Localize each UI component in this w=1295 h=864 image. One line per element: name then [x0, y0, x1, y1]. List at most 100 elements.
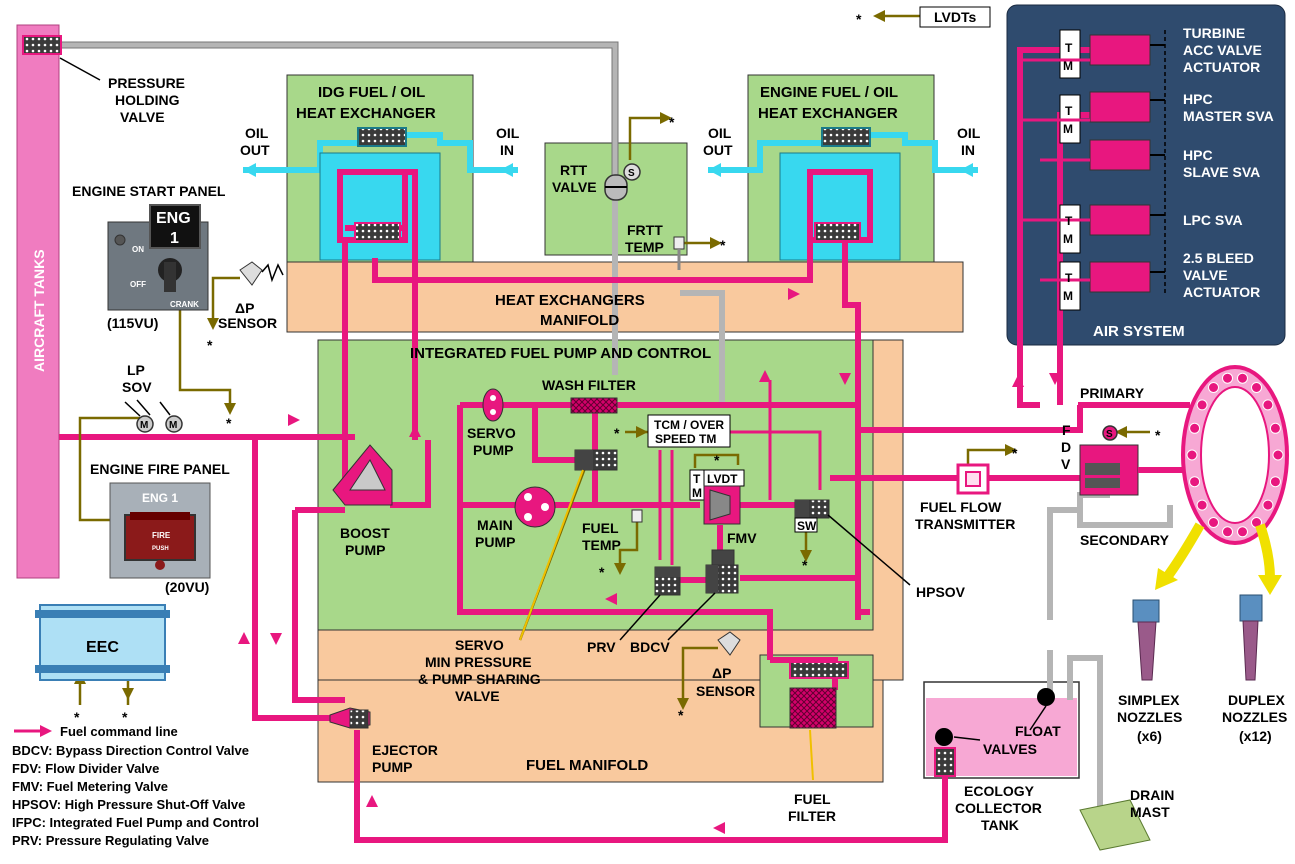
fuel-manifold-label: FUEL MANIFOLD: [526, 757, 648, 774]
hpc-slave-label-1: HPC: [1183, 147, 1213, 163]
supply-asterisk: *: [226, 415, 232, 431]
ejector-pump-label-2: PUMP: [372, 759, 412, 775]
panel-screw: [114, 234, 126, 246]
sig-fft: [966, 448, 1005, 465]
air-tm-2b: M: [1063, 122, 1073, 136]
simplex-nozzle-head: [1132, 599, 1160, 623]
servo-pump-dot-a: [490, 395, 496, 401]
air-tm-1a: T: [1065, 41, 1073, 55]
ifpc-to-air: [858, 405, 1083, 433]
arrow-duplex: [1255, 523, 1275, 579]
air-tm-4b: M: [1063, 289, 1073, 303]
actuator-lpc-sva: [1089, 204, 1151, 236]
dp-bottom-asterisk: *: [678, 707, 684, 723]
fdv-spool-b: [1085, 478, 1120, 488]
actuator-hpc-slave: [1089, 139, 1151, 171]
sig-lvdt-fmv: [693, 453, 740, 468]
arrow-down-left: [270, 633, 282, 645]
arrow-simplex-head: [1155, 568, 1178, 590]
fuel-flow-transmitter-core: [965, 471, 981, 487]
tm-box-1: [1059, 29, 1081, 79]
sig-arrow-13: [800, 550, 812, 562]
fdv-label-2: D: [1061, 439, 1071, 455]
engine-hx-title-1: ENGINE FUEL / OIL: [760, 84, 898, 101]
combustor-nozzle-dot: [1237, 372, 1248, 384]
ejector-pump-body: [349, 709, 369, 729]
fuel-filter-cap: [789, 661, 849, 679]
fire-panel-eng-label: ENG 1: [142, 491, 178, 505]
arrow-right-hx: [788, 288, 800, 300]
drain-mast-label-2: MAST: [1130, 804, 1170, 820]
turbine-acc-label-2: ACC VALVE: [1183, 42, 1262, 58]
duplex-label-3: (x12): [1239, 728, 1272, 744]
fire-push-label: PUSH: [152, 546, 169, 552]
frtt-temp-probe: [673, 236, 685, 250]
arrow-supply: [288, 414, 300, 426]
phv-label-2: HOLDING: [115, 92, 180, 108]
engine-oil-out-2: OUT: [703, 142, 733, 158]
fuel-temp-probe: [631, 509, 643, 523]
idg-hx-title-1: IDG FUEL / OIL: [318, 84, 425, 101]
servo-min-pressure-valve-end: [575, 450, 593, 470]
arrow-duplex-head: [1258, 575, 1282, 595]
sig-arrow-6: [636, 426, 648, 438]
legend-arrow-head: [40, 725, 52, 737]
combustor-nozzle-dot: [1222, 372, 1233, 384]
combustor-nozzle-dot: [1222, 526, 1233, 538]
legend-item-ifpc: IFPC: Integrated Fuel Pump and Control: [12, 815, 259, 830]
legend-fuel-command: Fuel command line: [60, 724, 178, 739]
idg-oil-in-1: OIL: [496, 125, 520, 141]
arrow-down-ifpc: [839, 373, 851, 385]
engine-oil-loop: [708, 132, 978, 173]
lvdts-asterisk: *: [856, 11, 862, 27]
combustor-nozzle-dot: [1186, 449, 1198, 461]
wash-filter-label: WASH FILTER: [542, 377, 636, 393]
sig-arrow-7: [1005, 444, 1017, 456]
fuel-temp-label-2: TEMP: [582, 537, 621, 553]
fuel-temp-asterisk: *: [599, 564, 605, 580]
arrow-up-1: [409, 425, 421, 437]
arrow-simplex: [1160, 522, 1205, 583]
lpc-sva-label: LPC SVA: [1183, 212, 1243, 228]
arrow-up-ejector: [366, 795, 378, 807]
fdv-asterisk: *: [1155, 427, 1161, 443]
sig-eec: [78, 680, 130, 705]
filter-line: [770, 657, 838, 690]
float-valve-body: [934, 747, 956, 777]
combustor-nozzle-dot: [1272, 449, 1284, 461]
engine-hx-fuel-block: [814, 222, 861, 242]
sig-dp-top: [211, 276, 240, 320]
eec-asterisk-2: *: [122, 709, 128, 725]
fdv-solenoid-label: S: [1106, 429, 1113, 440]
ejector-return: [354, 730, 948, 843]
air-tm-4a: T: [1065, 271, 1073, 285]
legend-item-fdv: FDV: Flow Divider Valve: [12, 761, 159, 776]
fire-button-guard: [130, 512, 190, 520]
air-tm-3a: T: [1065, 214, 1073, 228]
duplex-label-1: DUPLEX: [1228, 692, 1285, 708]
fdv-solenoid: [1102, 425, 1118, 441]
command-line-tcm: [658, 450, 674, 565]
frtt-temp-label-2: TEMP: [625, 239, 664, 255]
dp-sensor-top: [239, 261, 263, 286]
idg-hx-fuel-block: [354, 222, 401, 242]
actuator-bleed-valve: [1089, 261, 1151, 293]
sig-arrow-4: [710, 237, 722, 249]
servo-valve-label-2: MIN PRESSURE: [425, 654, 532, 670]
rtt-valve-label-2: VALVE: [552, 179, 597, 195]
dp-top-label-2: SENSOR: [218, 315, 277, 331]
lp-sov-label-2: SOV: [122, 379, 152, 395]
servo-valve-label-4: VALVE: [455, 688, 500, 704]
arrow-left-bottom: [713, 822, 725, 834]
lp-sov-motor-2-label: M: [169, 420, 177, 431]
combustor-nozzle-dots: [1186, 372, 1284, 538]
turbine-acc-label-1: TURBINE: [1183, 25, 1245, 41]
fft-label-2: TRANSMITTER: [915, 516, 1015, 532]
dp-bottom-label-2: SENSOR: [696, 683, 755, 699]
eec-asterisk-1: *: [74, 709, 80, 725]
sig-arrow-8: [1115, 426, 1127, 438]
idg-oil-out-2: OUT: [240, 142, 270, 158]
lp-sov-arrows: [124, 399, 171, 417]
sig-arrow-2: [224, 403, 236, 415]
fft-asterisk: *: [1012, 445, 1018, 461]
